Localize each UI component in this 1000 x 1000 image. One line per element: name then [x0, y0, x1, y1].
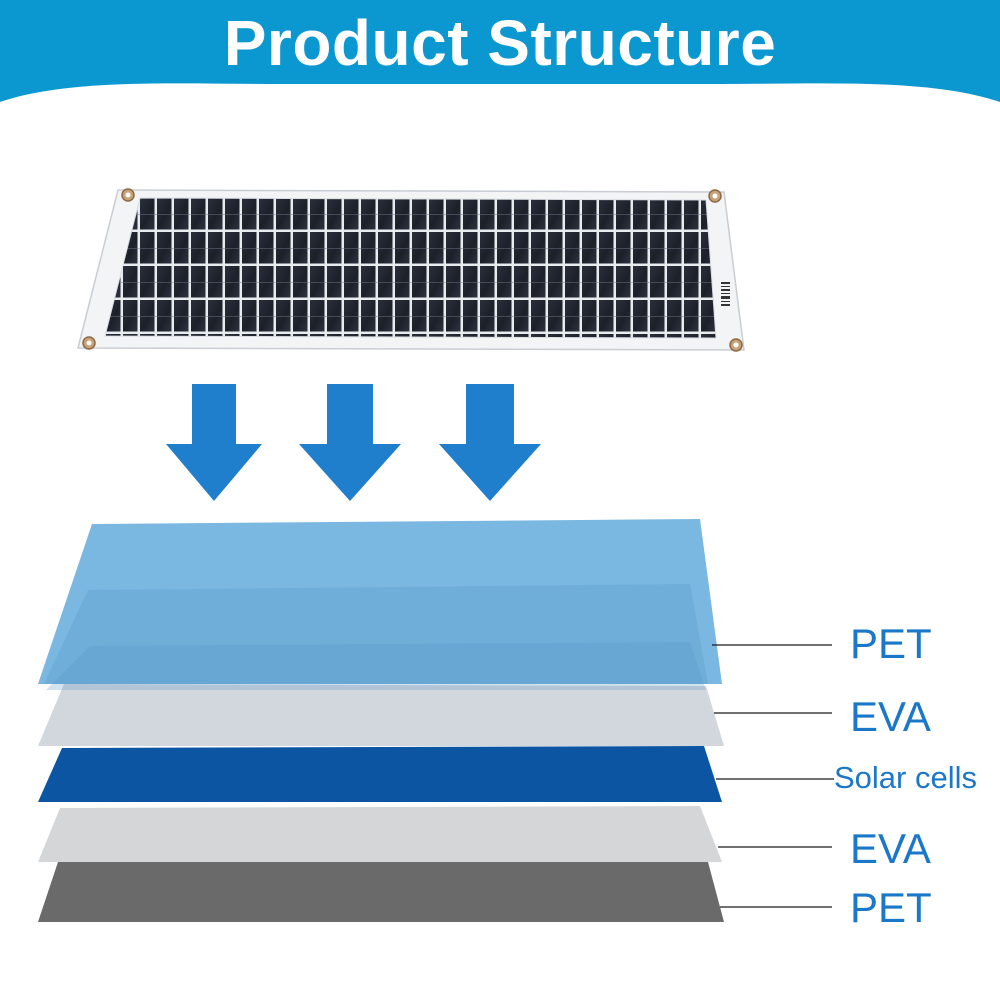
- layer-label-eva-lower: EVA: [850, 825, 931, 872]
- down-arrow-icon: [166, 384, 262, 501]
- layer-solar-cells: [38, 746, 722, 802]
- barcode-icon: [721, 282, 730, 306]
- layer-label-solar-cells: Solar cells: [834, 760, 977, 795]
- layer-label-pet-top: PET: [850, 620, 932, 667]
- down-arrow-icon: [299, 384, 401, 501]
- down-arrow-icon: [439, 384, 541, 501]
- solar-panel-image: [77, 188, 745, 352]
- header-banner-shape: [0, 0, 1000, 102]
- leader-lines: [712, 644, 834, 908]
- layer-label-eva-upper: EVA: [850, 693, 931, 740]
- header-banner: Product Structure: [0, 0, 1000, 102]
- layer-pet-bottom: [38, 862, 724, 922]
- page-title: Product Structure: [223, 7, 777, 79]
- layer-eva-upper: [38, 684, 724, 746]
- layer-label-pet-bottom: PET: [850, 884, 932, 931]
- layer-pet-top: [38, 519, 722, 690]
- mounting-grommet-icon: [82, 188, 743, 352]
- layer-eva-lower: [38, 806, 722, 862]
